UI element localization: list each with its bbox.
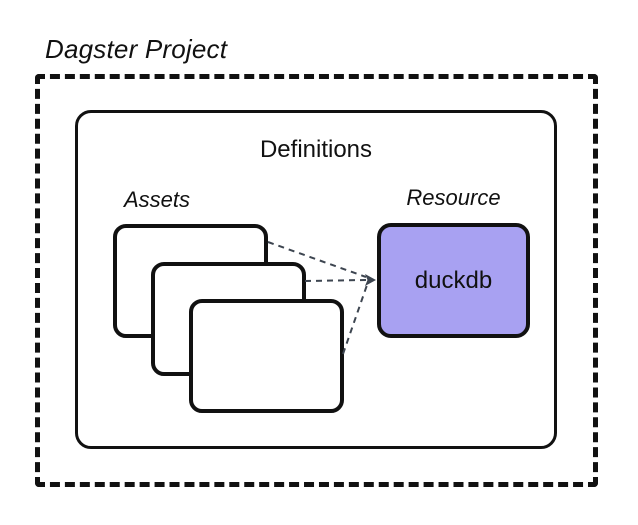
resource-name: duckdb — [414, 266, 493, 294]
asset-card — [189, 299, 344, 413]
resource-label: Resource — [406, 185, 501, 210]
definitions-label: Definitions — [259, 136, 373, 163]
project-boundary-dashed-border — [35, 74, 598, 487]
assets-label: Assets — [124, 187, 191, 212]
resource-box-duckdb: duckdb — [377, 223, 530, 338]
project-title: Dagster Project — [45, 34, 228, 64]
